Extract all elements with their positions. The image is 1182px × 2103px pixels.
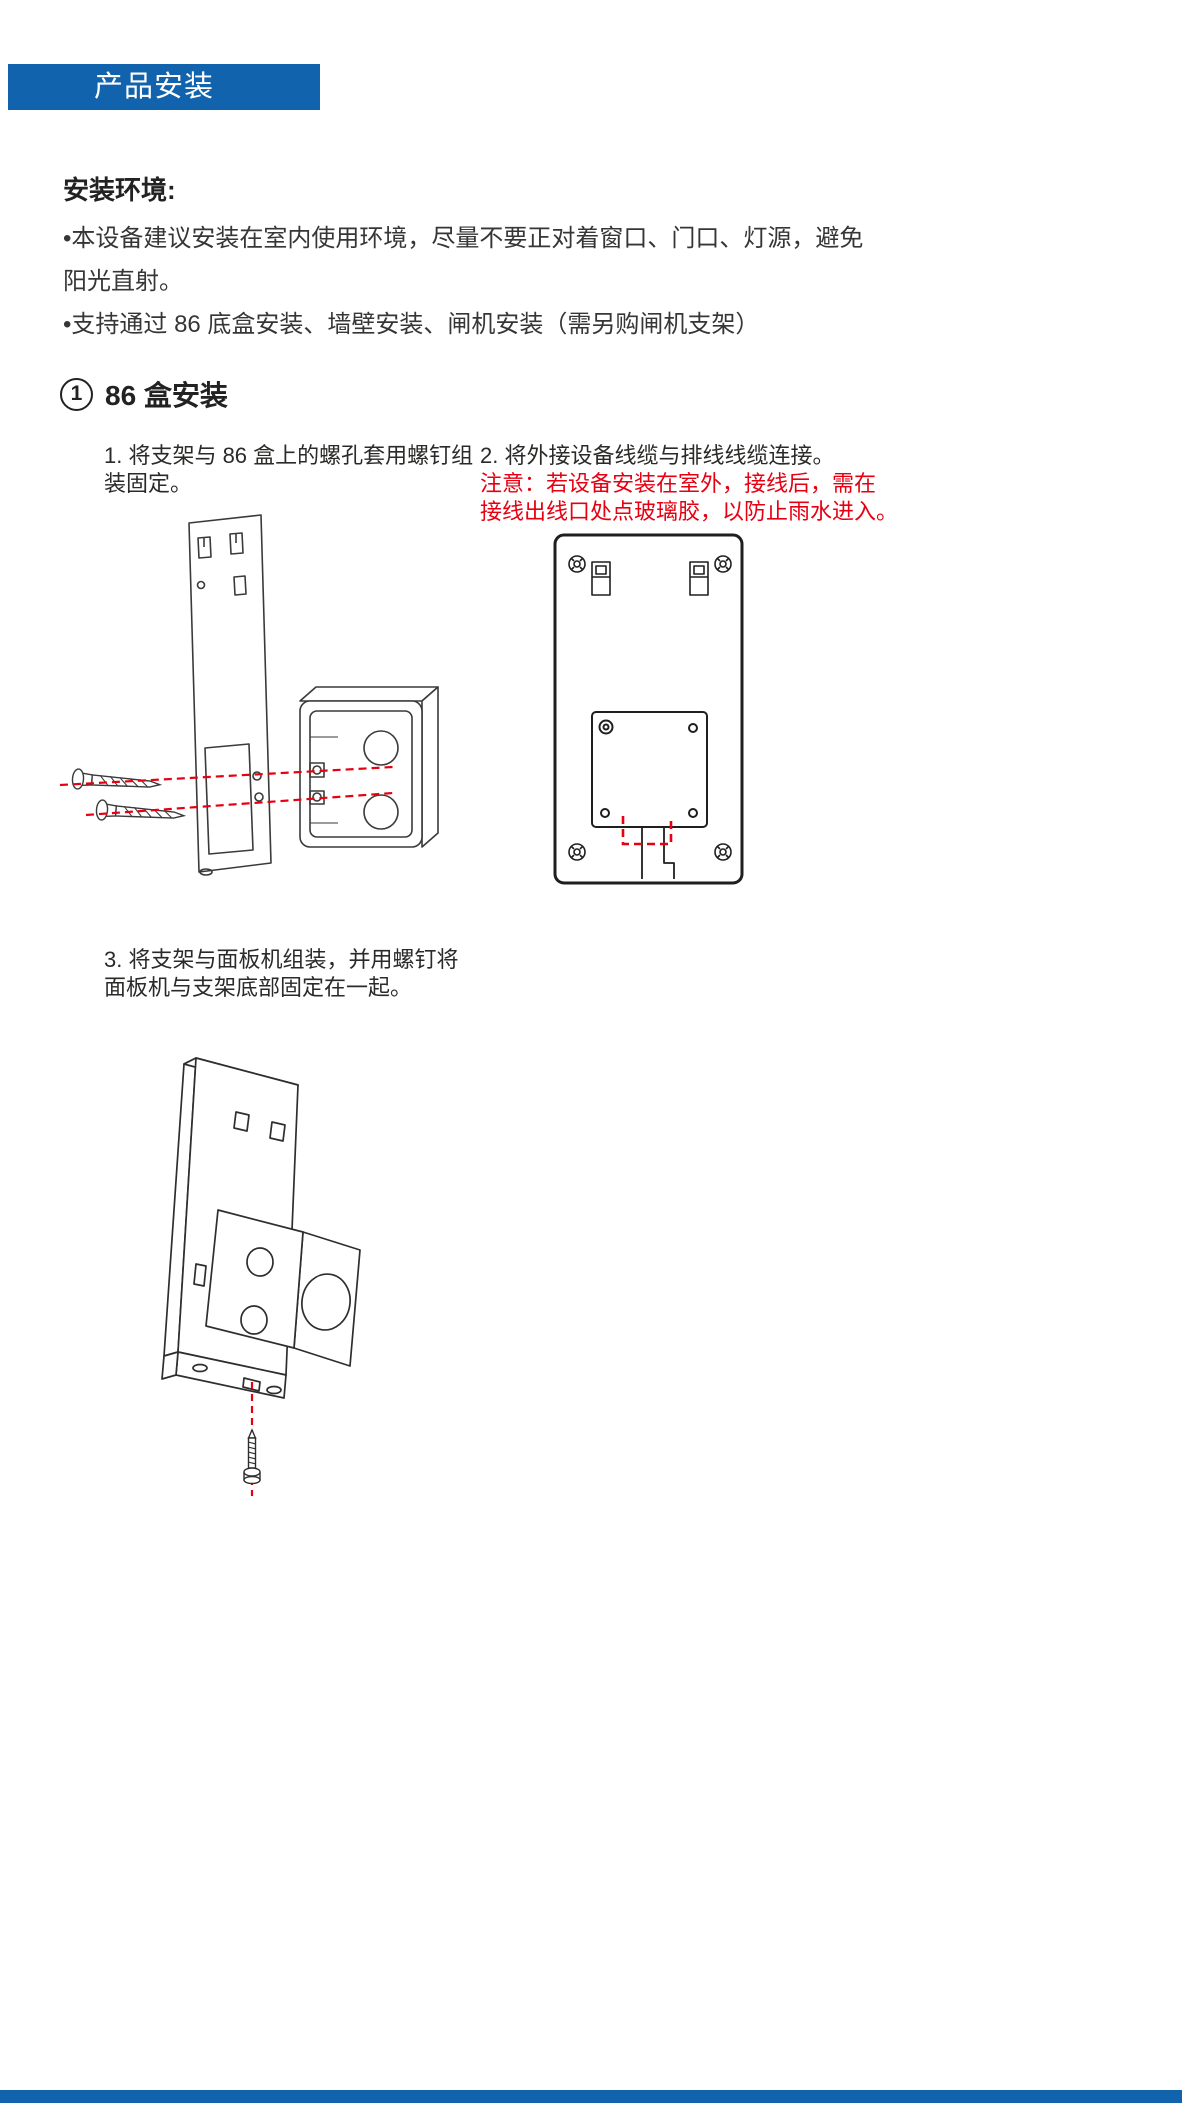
environment-heading: 安装环境: [63,175,176,205]
center-plate [591,711,708,828]
page-header-bar: 产品安装 [8,64,320,110]
screw-guide-lines [59,765,394,817]
cable-outlet-marker [621,816,673,846]
assembled-device [161,1057,361,1399]
environment-bullet2: •支持通过 86 底盒安装、墙壁安装、闸机安装（需另购闸机支架） [63,311,760,338]
section-number-badge: 1 [60,377,93,411]
top-clips [591,561,709,596]
back-panel [553,533,744,885]
step2-diagram [553,533,744,885]
step2-text: 2. 将外接设备线缆与排线线缆连接。 注意：若设备安装在室外，接线后，需在 接线… [480,442,898,526]
screw-bottom [95,799,187,821]
page-title: 产品安装 [94,71,215,103]
step2-line1: 2. 将外接设备线缆与排线线缆连接。 [480,443,835,468]
step3-illustration [148,1030,388,1500]
step1-illustration [48,505,478,910]
step3-line1: 3. 将支架与面板机组装，并用螺钉将 [104,947,459,972]
step1-line2: 装固定。 [104,471,193,496]
footer-accent-bar [0,2090,1182,2103]
step1-text: 1. 将支架与 86 盒上的螺孔套用螺钉组 装固定。 [104,442,473,498]
bottom-screw [243,1428,261,1485]
step2-illustration [545,522,770,907]
step1-line1: 1. 将支架与 86 盒上的螺孔套用螺钉组 [104,443,474,468]
junction-box [299,686,439,848]
corner-screws [568,555,732,861]
step3-text: 3. 将支架与面板机组装，并用螺钉将 面板机与支架底部固定在一起。 [104,946,458,1002]
step1-diagram [59,514,439,876]
section-title: 86 盒安装 [105,380,228,411]
environment-bullet1-line1: •本设备建议安装在室内使用环境，尽量不要正对着窗口、门口、灯源，避免 [63,225,864,252]
step3-line2: 面板机与支架底部固定在一起。 [104,975,413,1000]
step2-note-line1: 注意：若设备安装在室外，接线后，需在 [480,471,877,496]
section-heading: 1 86 盒安装 [60,374,228,414]
step2-note-line2: 接线出线口处点玻璃胶，以防止雨水进入。 [480,499,899,524]
environment-bullet1-line2: 阳光直射。 [63,268,183,295]
mounting-plate [188,514,272,876]
step3-diagram [161,1057,361,1496]
